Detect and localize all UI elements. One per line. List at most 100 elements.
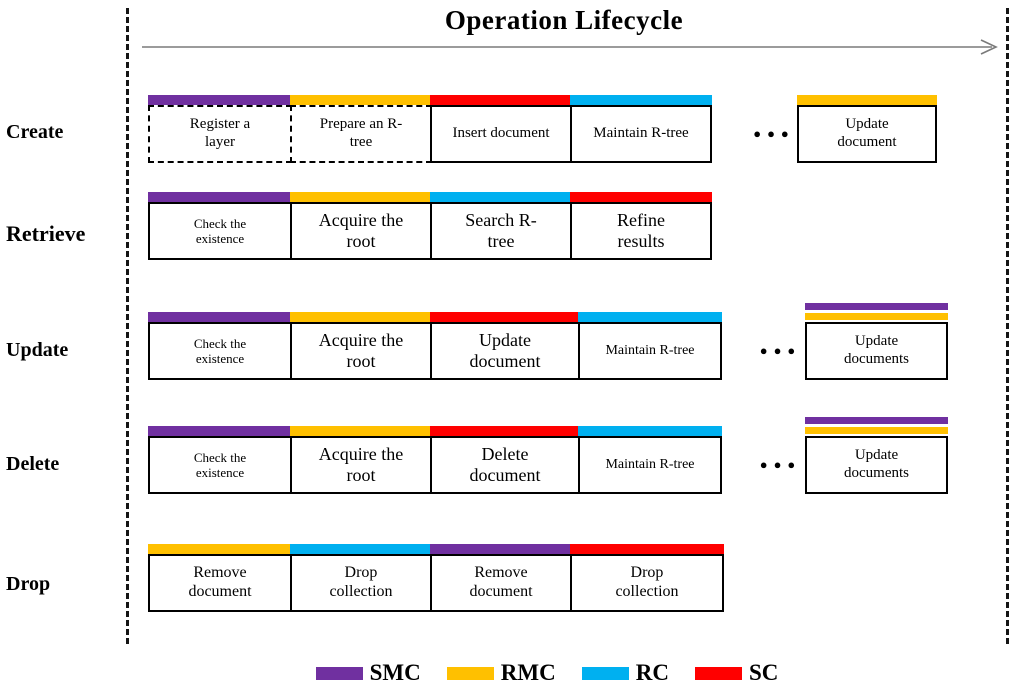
- box-label: Maintain R-tree: [578, 436, 722, 494]
- legend-swatch-smc: [315, 666, 363, 680]
- rc-bar: [570, 95, 712, 105]
- box-label: Drop collection: [290, 554, 432, 612]
- rmc-bar: [797, 95, 937, 105]
- box-label: Acquire the root: [290, 322, 432, 380]
- box-label: Check the existence: [148, 322, 292, 380]
- box-register-a-layer: Register a layer: [148, 95, 292, 163]
- box-label: Register a layer: [148, 105, 292, 163]
- box-label: Remove document: [148, 554, 292, 612]
- box-label: Check the existence: [148, 202, 292, 260]
- box-label: Remove document: [430, 554, 572, 612]
- box-label: Maintain R-tree: [578, 322, 722, 380]
- legend-label-sc: SC: [748, 660, 779, 685]
- box-label: Check the existence: [148, 436, 292, 494]
- box-update-document: Update document: [797, 95, 937, 163]
- sc-bar: [430, 95, 572, 105]
- box-check-the-existence: Check the existence: [148, 192, 292, 260]
- rmc-bar: [290, 95, 432, 105]
- box-drop-collection: Drop collection: [570, 544, 724, 612]
- legend-label-smc: SMC: [369, 660, 421, 685]
- box-insert-document: Insert document: [430, 95, 572, 163]
- box-label: Update document: [797, 105, 937, 163]
- row-label-create: Create: [6, 121, 64, 143]
- legend-swatch-rc: [581, 666, 629, 680]
- box-update-documents: Update documents: [805, 417, 948, 494]
- box-label: Drop collection: [570, 554, 724, 612]
- legend-item-rc: RC: [581, 660, 669, 686]
- box-update-documents: Update documents: [805, 303, 948, 380]
- box-search-r-tree: Search R- tree: [430, 192, 572, 260]
- row-label-update: Update: [6, 339, 69, 361]
- smc-bar: [148, 192, 292, 202]
- row-label-drop: Drop: [6, 573, 51, 595]
- sc-bar: [570, 192, 712, 202]
- box-maintain-r-tree: Maintain R-tree: [578, 312, 722, 380]
- box-label: Update document: [430, 322, 580, 380]
- box-remove-document: Remove document: [148, 544, 292, 612]
- rmc-bar: [805, 427, 948, 434]
- box-acquire-the-root: Acquire the root: [290, 426, 432, 494]
- left-boundary-dashed-line: [126, 8, 129, 644]
- box-label: Refine results: [570, 202, 712, 260]
- box-check-the-existence: Check the existence: [148, 426, 292, 494]
- sc-bar: [570, 544, 724, 554]
- legend-label-rmc: RMC: [500, 660, 556, 685]
- create-row: Register a layer Prepare an R- tree Inse…: [148, 95, 937, 163]
- retrieve-row: Check the existence Acquire the root Sea…: [148, 192, 712, 260]
- rmc-bar: [290, 426, 432, 436]
- box-acquire-the-root: Acquire the root: [290, 312, 432, 380]
- ellipsis-dots: ●●●: [753, 126, 795, 141]
- smc-bar: [148, 426, 292, 436]
- right-arrow-icon: [142, 39, 998, 55]
- rc-bar: [578, 312, 722, 322]
- delete-row: Check the existence Acquire the root Del…: [148, 417, 948, 494]
- update-row: Check the existence Acquire the root Upd…: [148, 303, 948, 380]
- rmc-bar: [148, 544, 292, 554]
- ellipsis-dots: ●●●: [759, 343, 802, 358]
- rmc-bar: [290, 312, 432, 322]
- box-label: Search R- tree: [430, 202, 572, 260]
- box-label: Acquire the root: [290, 436, 432, 494]
- box-delete-document: Delete document: [430, 426, 580, 494]
- ellipsis-dots: ●●●: [759, 457, 802, 472]
- legend-swatch-rmc: [446, 666, 494, 680]
- box-drop-collection: Drop collection: [290, 544, 432, 612]
- rc-bar: [290, 544, 432, 554]
- box-label: Delete document: [430, 436, 580, 494]
- rc-bar: [578, 426, 722, 436]
- sc-bar: [430, 312, 580, 322]
- diagram-title: Operation Lifecycle: [444, 5, 684, 35]
- legend: SMC RMC RC SC: [0, 660, 1024, 686]
- row-label-retrieve: Retrieve: [6, 221, 86, 246]
- smc-bar: [805, 417, 948, 424]
- box-prepare-an-r-tree: Prepare an R- tree: [290, 95, 432, 163]
- right-boundary-dashed-line: [1006, 8, 1009, 644]
- drop-row: Remove document Drop collection Remove d…: [148, 544, 724, 612]
- rc-bar: [430, 192, 572, 202]
- legend-item-smc: SMC: [315, 660, 421, 686]
- box-label: Update documents: [805, 436, 948, 494]
- smc-bar: [805, 303, 948, 310]
- box-refine-results: Refine results: [570, 192, 712, 260]
- legend-item-sc: SC: [694, 660, 779, 686]
- box-acquire-the-root: Acquire the root: [290, 192, 432, 260]
- box-maintain-r-tree: Maintain R-tree: [578, 426, 722, 494]
- box-label: Prepare an R- tree: [290, 105, 432, 163]
- box-label: Insert document: [430, 105, 572, 163]
- legend-item-rmc: RMC: [446, 660, 556, 686]
- smc-bar: [148, 95, 292, 105]
- box-label: Acquire the root: [290, 202, 432, 260]
- legend-label-rc: RC: [635, 660, 669, 685]
- box-label: Maintain R-tree: [570, 105, 712, 163]
- smc-bar: [430, 544, 572, 554]
- box-update-document: Update document: [430, 312, 580, 380]
- box-maintain-r-tree: Maintain R-tree: [570, 95, 712, 163]
- row-label-delete: Delete: [6, 453, 60, 475]
- box-remove-document: Remove document: [430, 544, 572, 612]
- smc-bar: [148, 312, 292, 322]
- box-check-the-existence: Check the existence: [148, 312, 292, 380]
- legend-swatch-sc: [694, 666, 742, 680]
- sc-bar: [430, 426, 580, 436]
- rmc-bar: [805, 313, 948, 320]
